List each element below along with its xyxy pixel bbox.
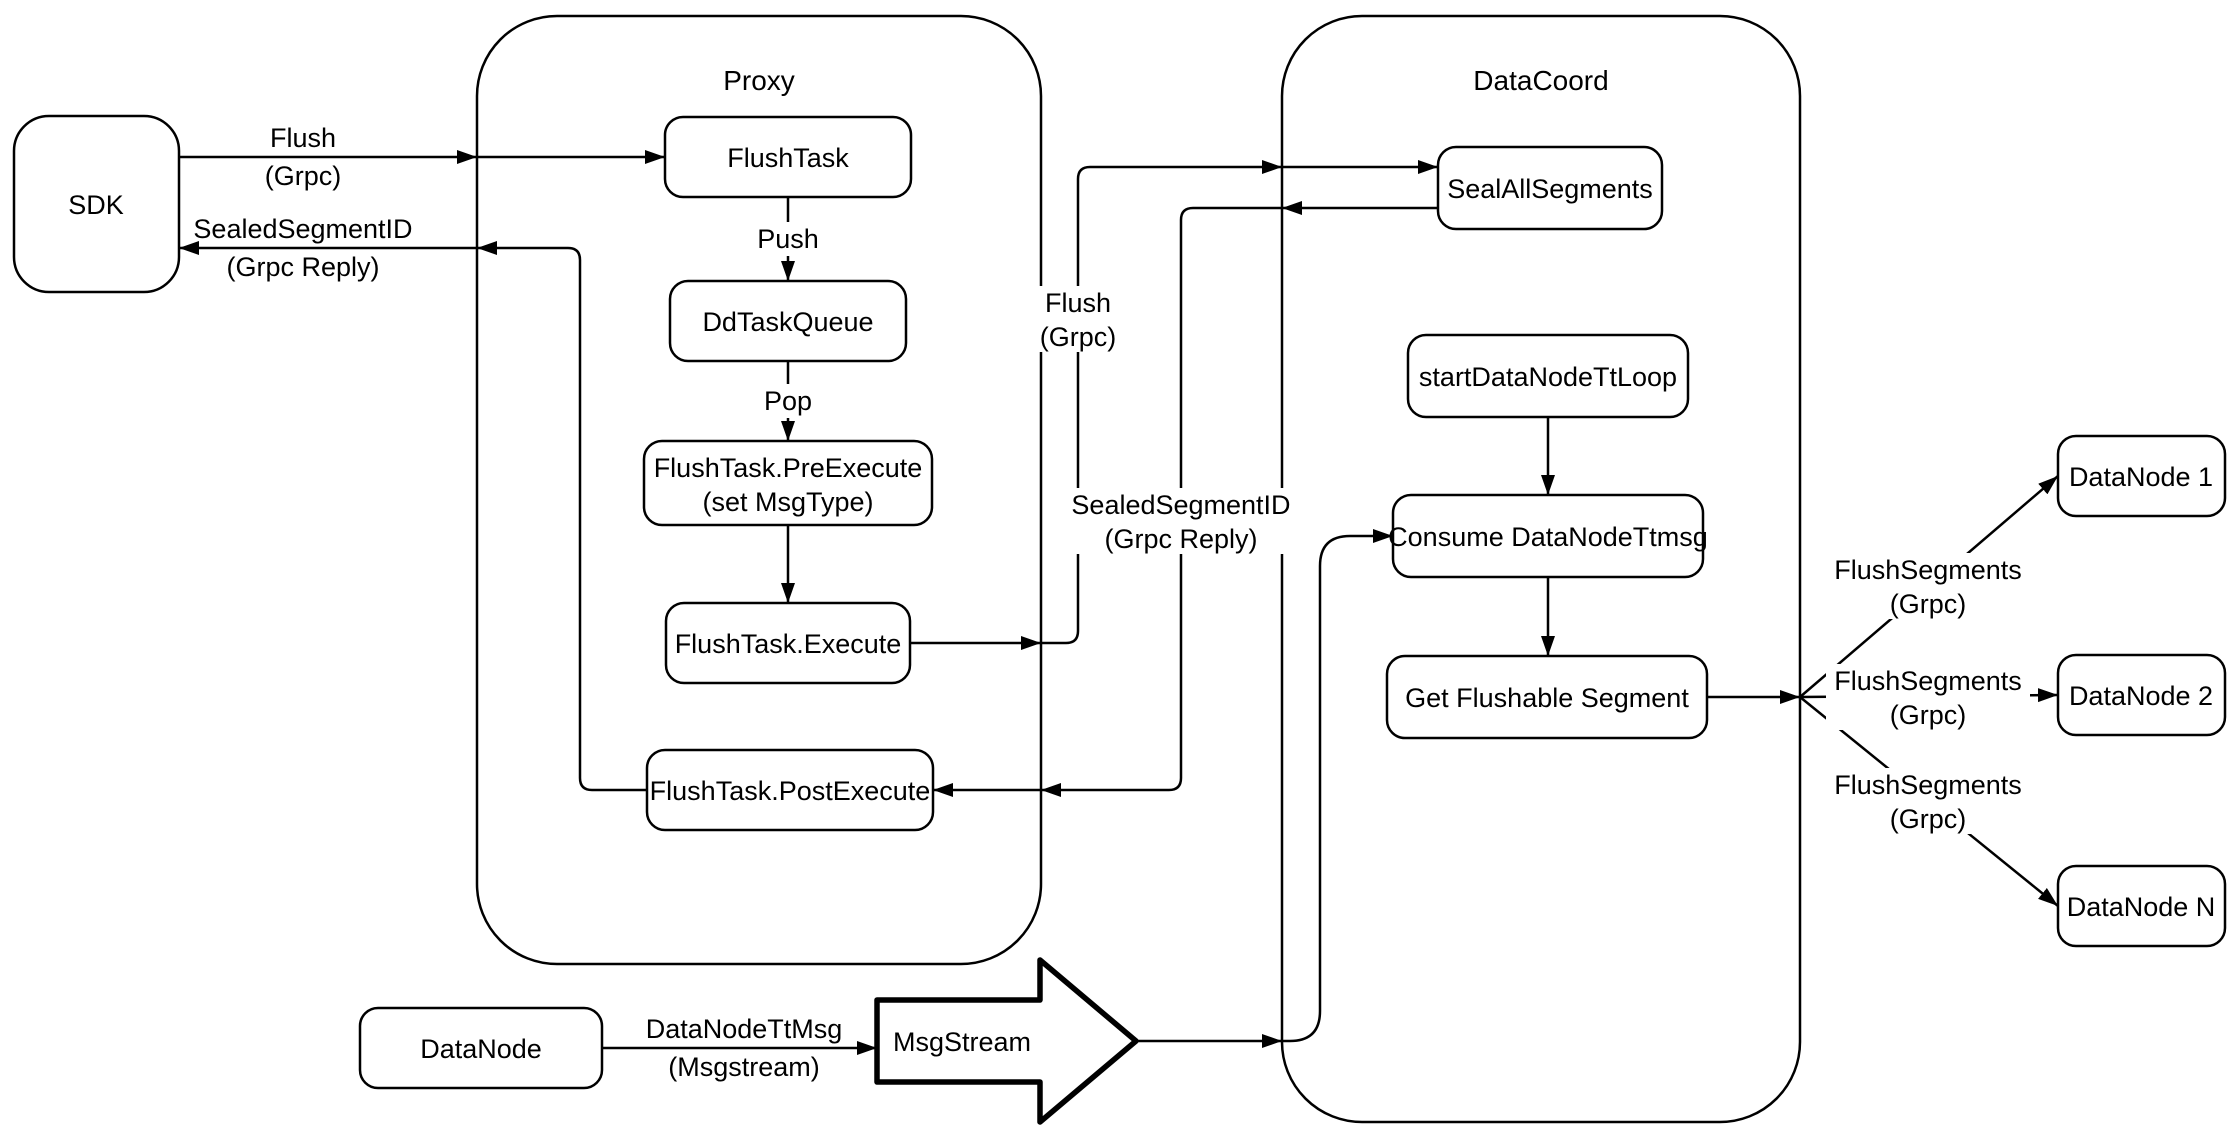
edge-label-flushsegments3-line2: (Grpc) — [1890, 804, 1967, 834]
node-sealallsegments-label: SealAllSegments — [1447, 174, 1653, 204]
node-postexecute-box — [645, 748, 935, 832]
edge-label-flushsegments1-line2: (Grpc) — [1890, 589, 1967, 619]
node-execute-box — [664, 601, 912, 685]
edge-label-flush-sdk-line1: Flush — [270, 123, 336, 153]
node-sdk-label: SDK — [68, 190, 124, 220]
node-preexecute-sublabel: (set MsgType) — [702, 487, 873, 517]
node-sealallsegments-box — [1436, 145, 1664, 231]
edge-label-flush-mid-line1: Flush — [1045, 288, 1111, 318]
edge-label-sealed-sdk-line2: (Grpc Reply) — [226, 252, 379, 282]
node-msgstream-block-arrow — [874, 957, 1139, 1125]
node-datanode2-label: DataNode 2 — [2069, 681, 2213, 711]
proxy-container-title: Proxy — [723, 65, 795, 96]
node-consumedatanodettmsg-box — [1391, 493, 1705, 579]
edge-label-sealed-mid-line1: SealedSegmentID — [1071, 490, 1290, 520]
node-datanode-label: DataNode — [420, 1034, 542, 1064]
node-consumedatanodettmsg-label: Consume DataNodeTtmsg — [1388, 522, 1708, 552]
node-startdatanodettloop-box — [1406, 333, 1690, 419]
edge-proxy-edge-to-datacoord — [1041, 160, 1282, 645]
proxy-container — [475, 14, 1043, 966]
node-msgstream-label: MsgStream — [893, 1027, 1031, 1057]
node-datanoden-label: DataNode N — [2067, 892, 2216, 922]
node-datanoden-box — [2056, 864, 2227, 948]
edge-label-push: Push — [757, 224, 819, 254]
node-ddtaskqueue-label: DdTaskQueue — [702, 307, 873, 337]
edge-label-flushsegments3-line1: FlushSegments — [1834, 770, 2022, 800]
edge-label-flushsegments2-line2: (Grpc) — [1890, 700, 1967, 730]
edge-label-datanodettmsg-line2: (Msgstream) — [668, 1052, 820, 1082]
node-getflushablesegment-box — [1385, 654, 1709, 740]
edge-label-pop: Pop — [764, 386, 812, 416]
node-startdatanodettloop-label: startDataNodeTtLoop — [1419, 362, 1677, 392]
node-ddtaskqueue-box — [668, 279, 908, 363]
edge-label-flush-mid-line2: (Grpc) — [1040, 322, 1117, 352]
edge-label-flushsegments2-line1: FlushSegments — [1834, 666, 2022, 696]
node-getflushablesegment-label: Get Flushable Segment — [1405, 683, 1689, 713]
edge-label-flushsegments1-bg — [1826, 553, 2030, 619]
edge-postexecute-to-proxy-edge — [477, 241, 647, 792]
datacoord-container-title: DataCoord — [1473, 65, 1608, 96]
node-postexecute-label: FlushTask.PostExecute — [650, 776, 931, 806]
node-sdk-box — [12, 114, 181, 294]
node-datanode1-label: DataNode 1 — [2069, 462, 2213, 492]
node-datanode2-box — [2056, 653, 2227, 737]
node-preexecute-box — [642, 439, 934, 527]
edge-label-sealed-mid-bg — [1068, 488, 1294, 554]
edge-label-flushsegments1-line1: FlushSegments — [1834, 555, 2022, 585]
edge-label-pop-bg — [748, 384, 828, 418]
datacoord-container — [1280, 14, 1802, 1124]
node-datanode1-box — [2056, 434, 2227, 518]
edge-label-flush-mid-bg — [1030, 286, 1126, 352]
edge-label-sealed-mid-line2: (Grpc Reply) — [1104, 524, 1257, 554]
edge-label-flush-sdk-line2: (Grpc) — [265, 161, 342, 191]
edge-datacoord-edge-to-consume — [1282, 529, 1393, 1043]
edge-label-push-bg — [748, 222, 828, 256]
node-datanode-box — [358, 1006, 604, 1090]
edge-label-datanodettmsg-line1: DataNodeTtMsg — [646, 1014, 843, 1044]
node-flushtask-label: FlushTask — [727, 143, 849, 173]
node-flushtask-box — [663, 115, 913, 199]
edge-label-flushsegments3-bg — [1826, 768, 2030, 834]
node-preexecute-label: FlushTask.PreExecute — [654, 453, 923, 483]
edge-label-sealed-sdk-line1: SealedSegmentID — [193, 214, 412, 244]
node-execute-label: FlushTask.Execute — [675, 629, 902, 659]
edge-label-flushsegments2-bg — [1826, 664, 2030, 730]
